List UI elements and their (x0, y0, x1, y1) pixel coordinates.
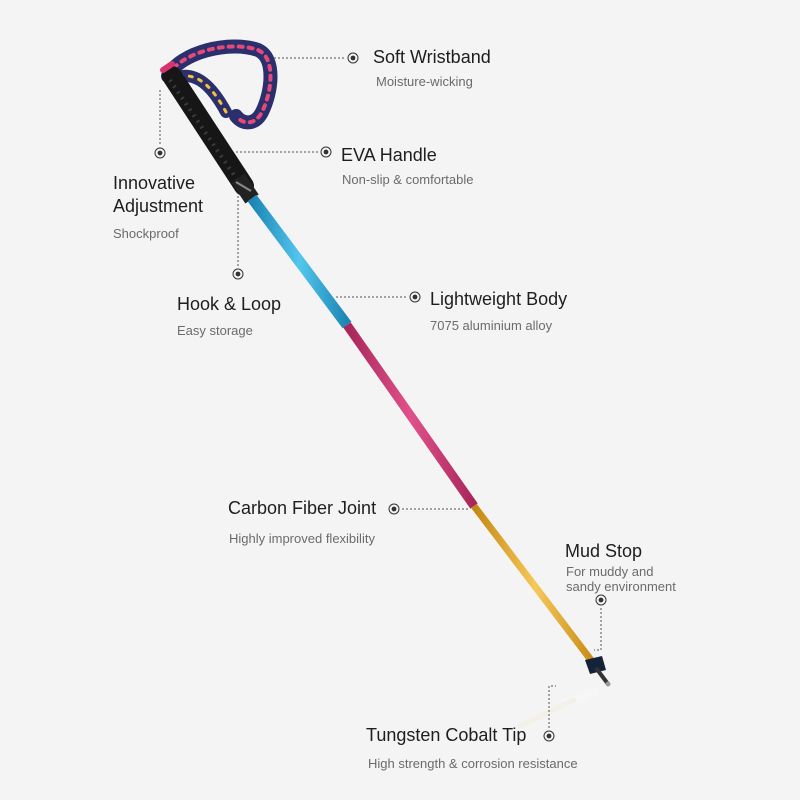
feature-title-mud-stop: Mud Stop (565, 541, 643, 561)
feature-title-soft-wristband: Soft Wristband (373, 47, 491, 67)
feature-title-carbon-fiber-joint: Carbon Fiber Joint (228, 498, 377, 518)
marker-eva-handle (320, 146, 332, 158)
feature-subtitle-eva-handle: Non-slip & comfortable (342, 172, 474, 187)
pole-section-gold (471, 503, 600, 671)
marker-carbon-fiber-joint (388, 503, 400, 515)
marker-tungsten-tip (543, 730, 555, 742)
feature-subtitle-innovative-adjustment: Shockproof (113, 226, 179, 241)
marker-hook-loop (232, 268, 244, 280)
mud-stop-basket (585, 656, 611, 687)
feature-subtitle-soft-wristband: Moisture-wicking (376, 74, 473, 89)
feature-title-innovative-adjustment: Innovative Adjustment (113, 173, 204, 216)
marker-lightweight-body (409, 291, 421, 303)
feature-subtitle-carbon-fiber-joint: Highly improved flexibility (229, 531, 375, 546)
feature-subtitle-hook-loop: Easy storage (177, 323, 253, 338)
pole-section-magenta (343, 322, 478, 509)
pole-reflection (517, 688, 600, 729)
marker-innovative-adjustment (154, 147, 166, 159)
feature-subtitle-lightweight-body: 7075 aluminium alloy (430, 318, 553, 333)
feature-title-lightweight-body: Lightweight Body (430, 289, 568, 309)
feature-subtitle-tungsten-cobalt-tip: High strength & corrosion resistance (368, 756, 578, 771)
marker-soft-wristband (347, 52, 359, 64)
feature-title-tungsten-cobalt-tip: Tungsten Cobalt Tip (366, 725, 527, 745)
feature-title-eva-handle: EVA Handle (341, 145, 437, 165)
leader-lines (159, 57, 602, 728)
leader-tip (548, 685, 556, 728)
pole-section-blue (247, 194, 352, 329)
eva-grip (160, 61, 259, 204)
leader-mud-stop (594, 608, 602, 651)
marker-mud-stop (595, 594, 607, 606)
feature-title-hook-loop: Hook & Loop (177, 294, 282, 314)
feature-subtitle-mud-stop: For muddy and sandy environment (566, 564, 676, 594)
